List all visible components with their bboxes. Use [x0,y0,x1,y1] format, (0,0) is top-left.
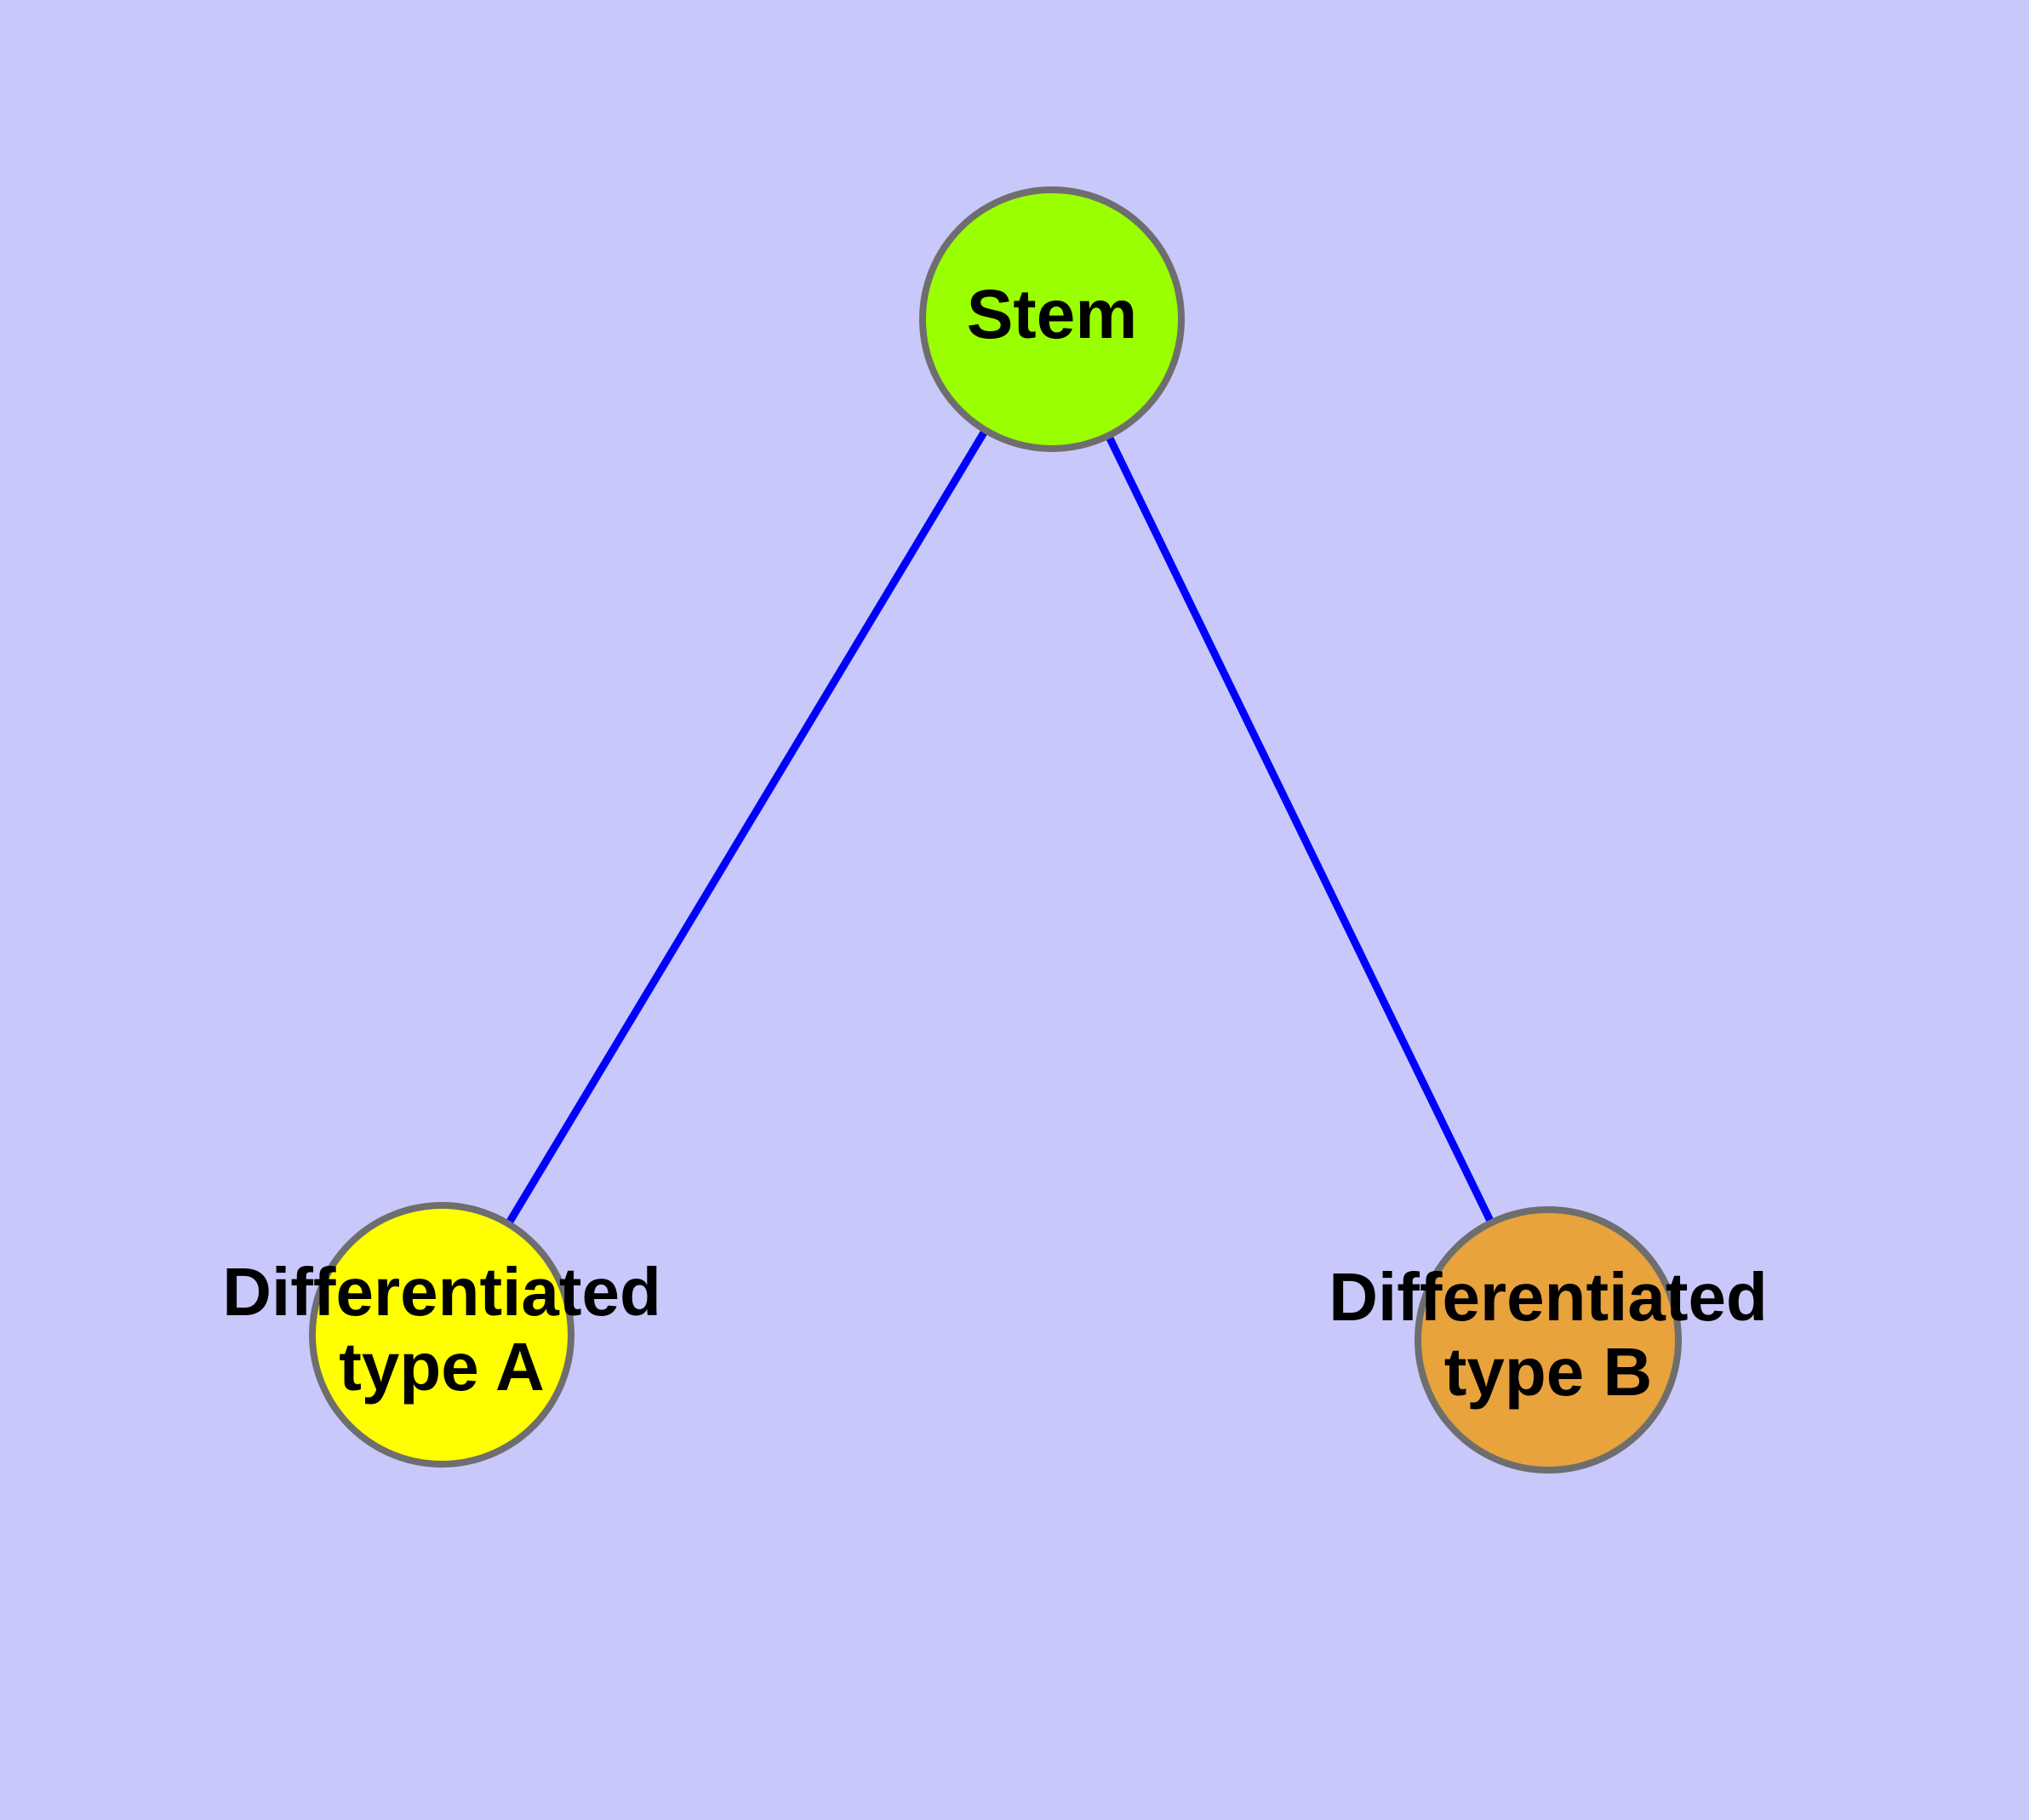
node-label-line: Differentiated [1329,1259,1768,1335]
node-diff_a[interactable] [309,1202,574,1468]
node-label-line: type B [1444,1334,1653,1410]
edge-layer [503,425,1496,1229]
node-stem[interactable] [919,186,1185,452]
node-label-stem: Stem [967,276,1138,353]
node-label-line: type A [339,1329,545,1405]
edge-stem-diff-b[interactable] [1103,431,1496,1228]
node-label-line: Stem [967,276,1138,353]
node-label-line: Differentiated [222,1254,661,1330]
edge-stem-diff-a[interactable] [503,425,991,1229]
node-layer [309,186,1682,1474]
node-diff_b[interactable] [1415,1206,1682,1474]
